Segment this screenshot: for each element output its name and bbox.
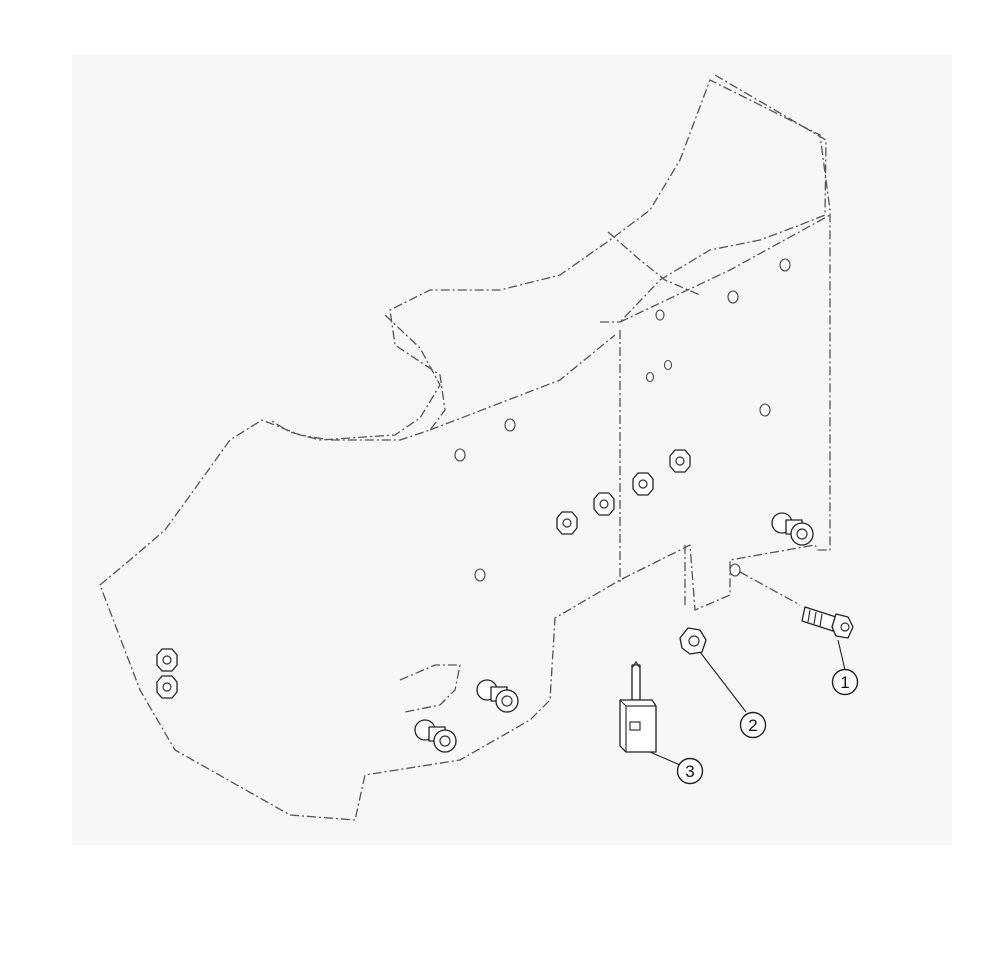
leader-2 — [699, 651, 747, 713]
diagram-background — [72, 55, 952, 845]
callout-1-label: 1 — [840, 673, 849, 692]
callout-2-label: 2 — [748, 716, 757, 735]
leader-3 — [649, 751, 681, 766]
frame-nuts — [156, 449, 691, 699]
callout-3-label: 3 — [685, 762, 694, 781]
callout-3: 3 — [676, 757, 704, 785]
assembly-line — [739, 571, 801, 606]
assembled-bolts — [414, 512, 814, 753]
callout-2: 2 — [739, 711, 767, 739]
callout-1: 1 — [831, 668, 859, 696]
part-3-connector — [619, 660, 657, 753]
frame-holes — [454, 258, 791, 582]
part-2-nut — [679, 627, 707, 655]
part-1-bolt — [801, 606, 854, 639]
leader-1 — [837, 639, 846, 671]
frame-outline — [99, 74, 831, 821]
